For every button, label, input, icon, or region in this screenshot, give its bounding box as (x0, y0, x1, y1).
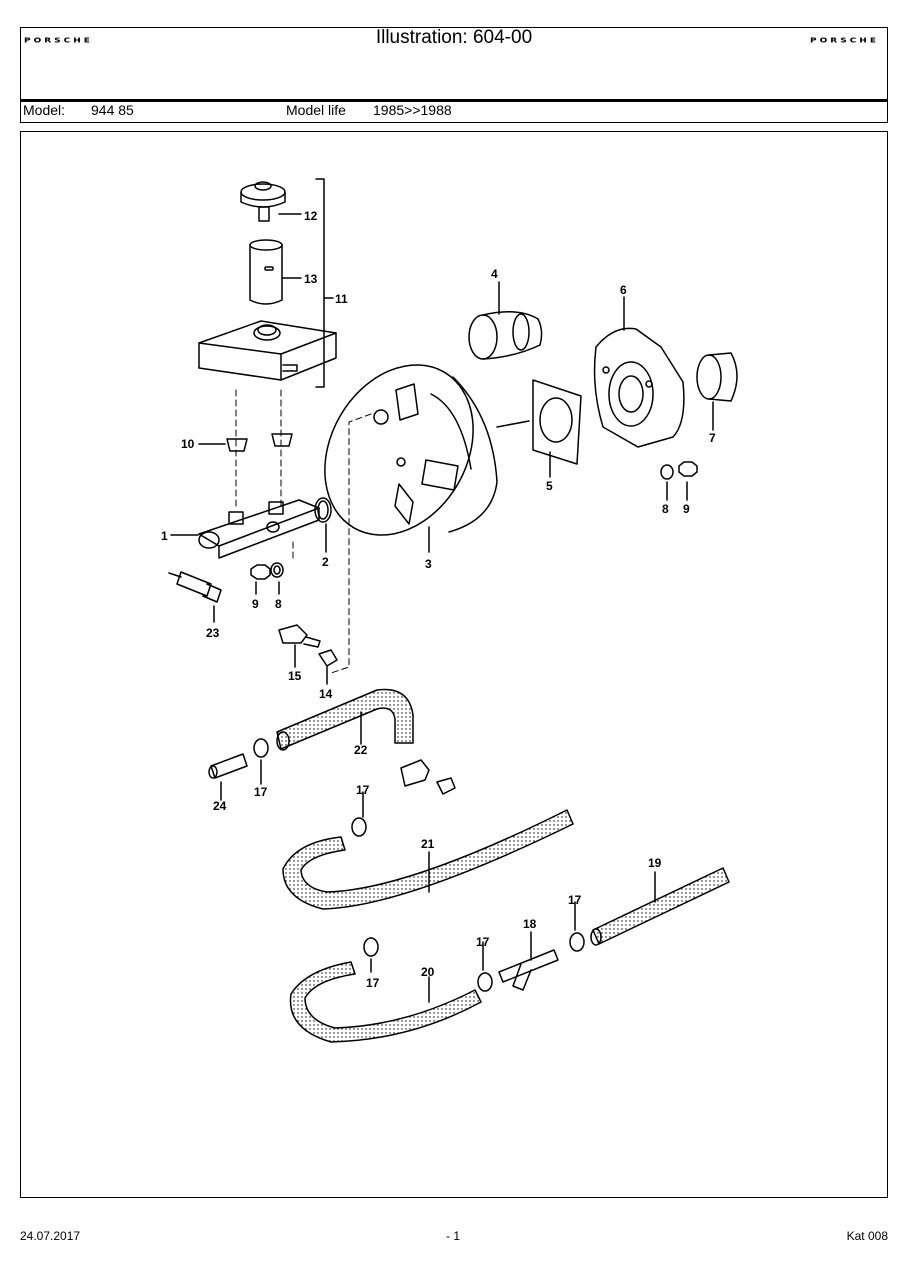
callout-9-right: 9 (683, 502, 690, 516)
nut-washer-right (660, 461, 698, 501)
vacuum-hose-21 (282, 791, 574, 910)
callout-17-e: 17 (366, 976, 380, 990)
header-box: PORSCHE Illustration: 604-00 PORSCHE Mod… (20, 27, 888, 123)
guide-lines (235, 389, 372, 674)
model-life-value: 1985>>1988 (373, 102, 452, 118)
callout-7: 7 (709, 431, 716, 445)
gasket-part (532, 379, 582, 478)
reservoir-part (198, 320, 337, 381)
vacuum-hose-20 (289, 961, 482, 1043)
parts-illustration: 12 13 11 4 6 7 10 5 8 9 1 2 3 9 8 23 15 … (20, 131, 888, 1198)
footer-date: 24.07.2017 (20, 1229, 81, 1243)
sleeve-24-part (208, 753, 248, 801)
callout-17-b: 17 (356, 783, 370, 797)
callout-6: 6 (620, 283, 627, 297)
callout-8-left: 8 (275, 597, 282, 611)
illustration-title: Illustration: 604-00 (375, 27, 533, 48)
header-divider (21, 99, 887, 102)
check-valve-part (278, 624, 321, 668)
pressure-switch-part (168, 571, 222, 623)
callout-13: 13 (304, 272, 318, 286)
assembly-bracket (315, 178, 334, 388)
callout-15: 15 (288, 669, 302, 683)
brand-logo-right: PORSCHE (810, 37, 879, 45)
callout-3: 3 (425, 557, 432, 571)
valve-lower-part (400, 759, 456, 795)
hose-clamp-part (253, 738, 269, 785)
callout-19: 19 (648, 856, 662, 870)
callout-9-left: 9 (252, 597, 259, 611)
hose-clamps-lower (363, 901, 585, 992)
model-life-label: Model life (286, 102, 346, 118)
callout-18: 18 (523, 917, 537, 931)
callout-17-d: 17 (476, 935, 490, 949)
callout-17-a: 17 (254, 785, 268, 799)
brake-booster-part (324, 364, 530, 553)
callout-14: 14 (319, 687, 333, 701)
brand-logo-left: PORSCHE (24, 37, 93, 45)
reservoir-cap-part (240, 181, 302, 222)
callout-12: 12 (304, 209, 318, 223)
footer-page-number: - 1 (446, 1229, 461, 1243)
grommet-14-part (318, 649, 338, 685)
o-ring-part (314, 497, 332, 553)
ring-part (696, 352, 738, 431)
callout-8-right: 8 (662, 502, 669, 516)
callout-4: 4 (491, 267, 498, 281)
master-cylinder-part (170, 499, 320, 559)
callout-22: 22 (354, 743, 368, 757)
vacuum-hose-22 (276, 688, 414, 751)
callout-23: 23 (206, 626, 220, 640)
callout-24: 24 (213, 799, 227, 813)
nut-washer-left (250, 562, 284, 595)
exploded-view-drawing: 12 13 11 4 6 7 10 5 8 9 1 2 3 9 8 23 15 … (161, 178, 738, 1043)
callout-17-c: 17 (568, 893, 582, 907)
vacuum-hose-19 (590, 867, 730, 946)
model-value: 944 85 (91, 102, 134, 118)
boot-part (468, 281, 543, 360)
model-label: Model: (23, 102, 66, 118)
callout-20: 20 (421, 965, 435, 979)
strainer-part (249, 239, 302, 305)
grommet-part (198, 433, 293, 452)
callout-1: 1 (161, 529, 168, 543)
footer-catalog: Kat 008 (846, 1229, 888, 1243)
callout-11: 11 (335, 292, 348, 306)
callout-2: 2 (322, 555, 329, 569)
callout-5: 5 (546, 479, 553, 493)
callout-10: 10 (181, 437, 195, 451)
callout-21: 21 (421, 837, 435, 851)
t-piece-part (498, 931, 559, 991)
mounting-plate-part (593, 296, 685, 448)
